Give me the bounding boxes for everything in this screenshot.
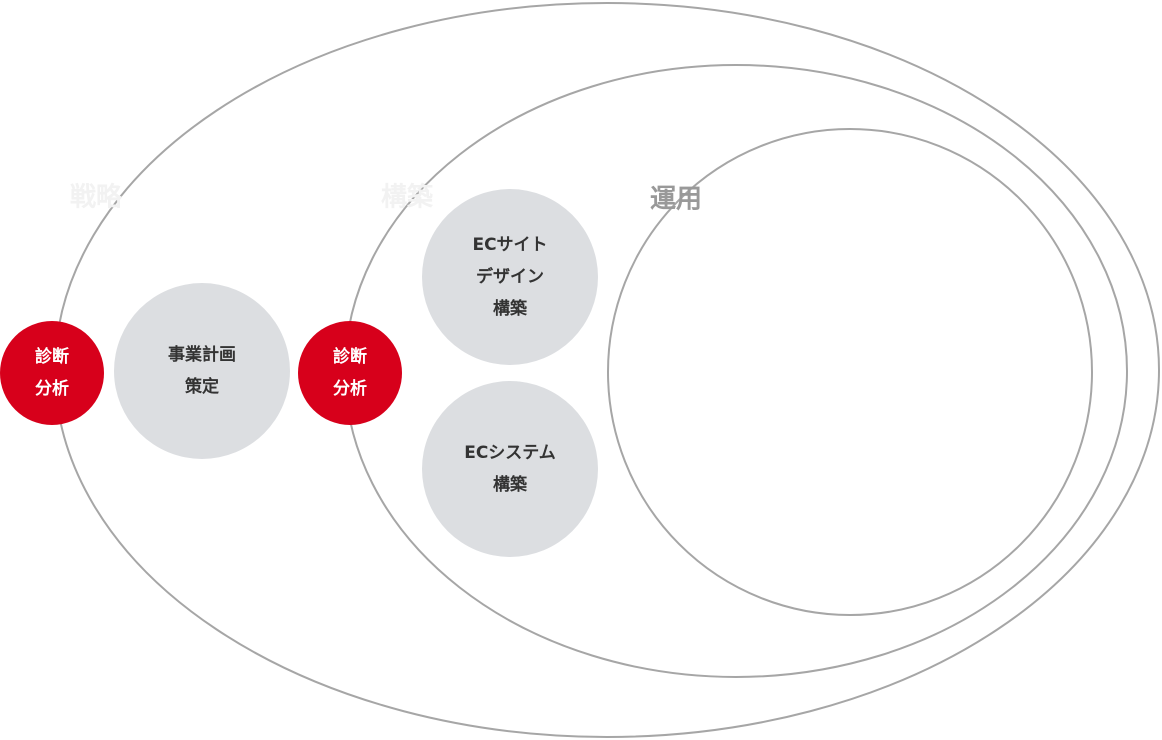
node-text: 診断 [35, 347, 69, 367]
node-text: ECシステム [464, 443, 556, 463]
operation-ellipse [607, 128, 1093, 616]
ec-system-node: ECシステム 構築 [422, 381, 598, 557]
node-text: ECサイト [472, 235, 548, 255]
node-text: デザイン [476, 267, 544, 287]
node-text: 分析 [35, 379, 69, 399]
ec-design-node: ECサイト デザイン 構築 [422, 189, 598, 365]
diagnosis-node-2: 診断 分析 [298, 321, 402, 425]
phase-label-operation: 運用 [649, 184, 703, 215]
node-text: 構築 [493, 475, 527, 495]
node-text: 事業計画 [168, 345, 236, 365]
node-text: 分析 [333, 379, 367, 399]
business-plan-node: 事業計画 策定 [114, 283, 290, 459]
phase-label-build: 構築 [380, 182, 434, 213]
phase-label-strategy: 戦略 [69, 182, 123, 213]
diagnosis-node-1: 診断 分析 [0, 321, 104, 425]
node-text: 構築 [493, 299, 527, 319]
node-text: 策定 [185, 377, 219, 397]
node-text: 診断 [333, 347, 367, 367]
